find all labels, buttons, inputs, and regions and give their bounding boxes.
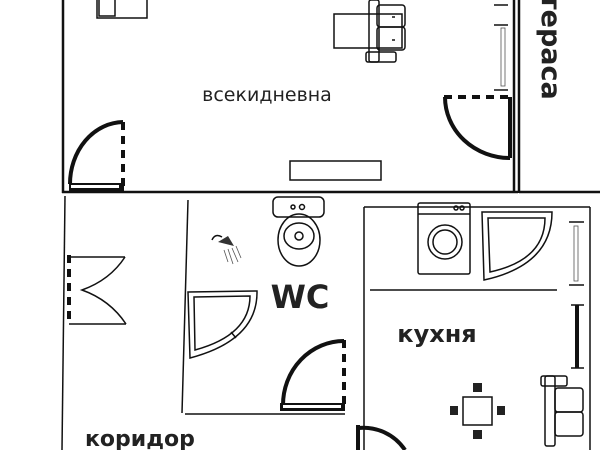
living-room <box>61 0 521 194</box>
corridor: коридор <box>61 195 195 450</box>
kitchen-door-icon[interactable] <box>356 425 407 450</box>
living-room-door-icon[interactable] <box>68 120 125 191</box>
corner-bath-icon <box>187 290 258 359</box>
toilet-icon <box>272 196 325 267</box>
washing-machine-icon <box>417 202 471 275</box>
room-label-corridor: коридор <box>85 427 195 450</box>
room-label-kitchen: кухня <box>397 320 476 348</box>
bed-icon <box>96 0 148 19</box>
wardrobe-icon <box>67 255 127 325</box>
sofa-icon <box>365 0 406 63</box>
room-label-living-room: всекидневна <box>202 84 332 106</box>
terrace: тераса <box>519 0 600 194</box>
sofa-icon <box>540 375 584 447</box>
wc-room: WC <box>185 196 346 415</box>
tv-stand-icon <box>289 160 382 181</box>
window-icon <box>494 4 508 91</box>
dining-table-icon <box>450 383 505 439</box>
shower-icon <box>211 234 242 265</box>
room-label-terrace: тераса <box>535 0 566 100</box>
balcony-door-icon[interactable] <box>443 95 512 160</box>
room-label-wc: WC <box>271 278 330 316</box>
wc-door-icon[interactable] <box>280 339 346 411</box>
coffee-table-icon <box>333 13 403 49</box>
kitchen: кухня <box>356 202 591 450</box>
corner-bath-icon <box>481 211 553 281</box>
window-icon <box>569 221 584 369</box>
